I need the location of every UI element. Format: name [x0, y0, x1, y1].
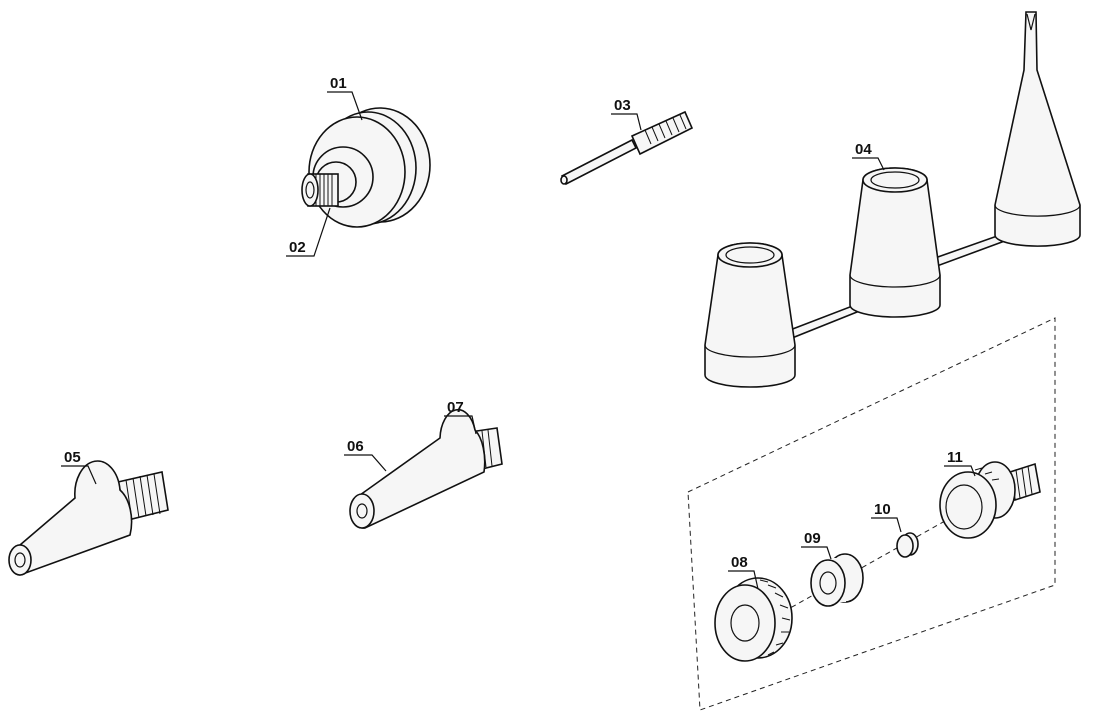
svg-text:02: 02	[289, 239, 306, 256]
assembly-dashed-box	[687, 317, 1056, 711]
svg-text:10: 10	[874, 501, 891, 518]
part-06-07-nozzle	[349, 408, 503, 529]
label-05: 05	[61, 449, 97, 485]
label-04: 04	[852, 141, 885, 171]
label-07: 07	[444, 399, 477, 435]
label-08: 08	[728, 554, 759, 590]
part-01-disc	[308, 107, 431, 228]
part-09-bushing	[810, 553, 864, 607]
svg-text:09: 09	[804, 530, 821, 547]
svg-text:06: 06	[347, 438, 364, 455]
part-04-nozzle-set	[704, 11, 1081, 388]
svg-text:11: 11	[947, 449, 963, 466]
part-05-nozzle	[8, 460, 169, 576]
svg-text:03: 03	[614, 97, 631, 114]
svg-text:05: 05	[64, 449, 81, 466]
svg-text:08: 08	[731, 554, 748, 571]
label-02: 02	[286, 207, 331, 257]
label-03: 03	[611, 97, 642, 131]
label-11: 11	[944, 449, 976, 477]
part-10-washer	[896, 532, 919, 558]
label-01: 01	[327, 75, 363, 121]
svg-text:07: 07	[447, 399, 464, 416]
svg-text:04: 04	[855, 141, 872, 158]
svg-text:01: 01	[330, 75, 347, 92]
label-10: 10	[871, 501, 902, 533]
label-06: 06	[344, 438, 387, 472]
part-02-thread	[301, 173, 339, 207]
part-11-adapter	[939, 461, 1041, 539]
part-08-knurled-nut	[714, 577, 793, 662]
label-09: 09	[801, 530, 832, 560]
part-03-pin	[560, 110, 694, 186]
